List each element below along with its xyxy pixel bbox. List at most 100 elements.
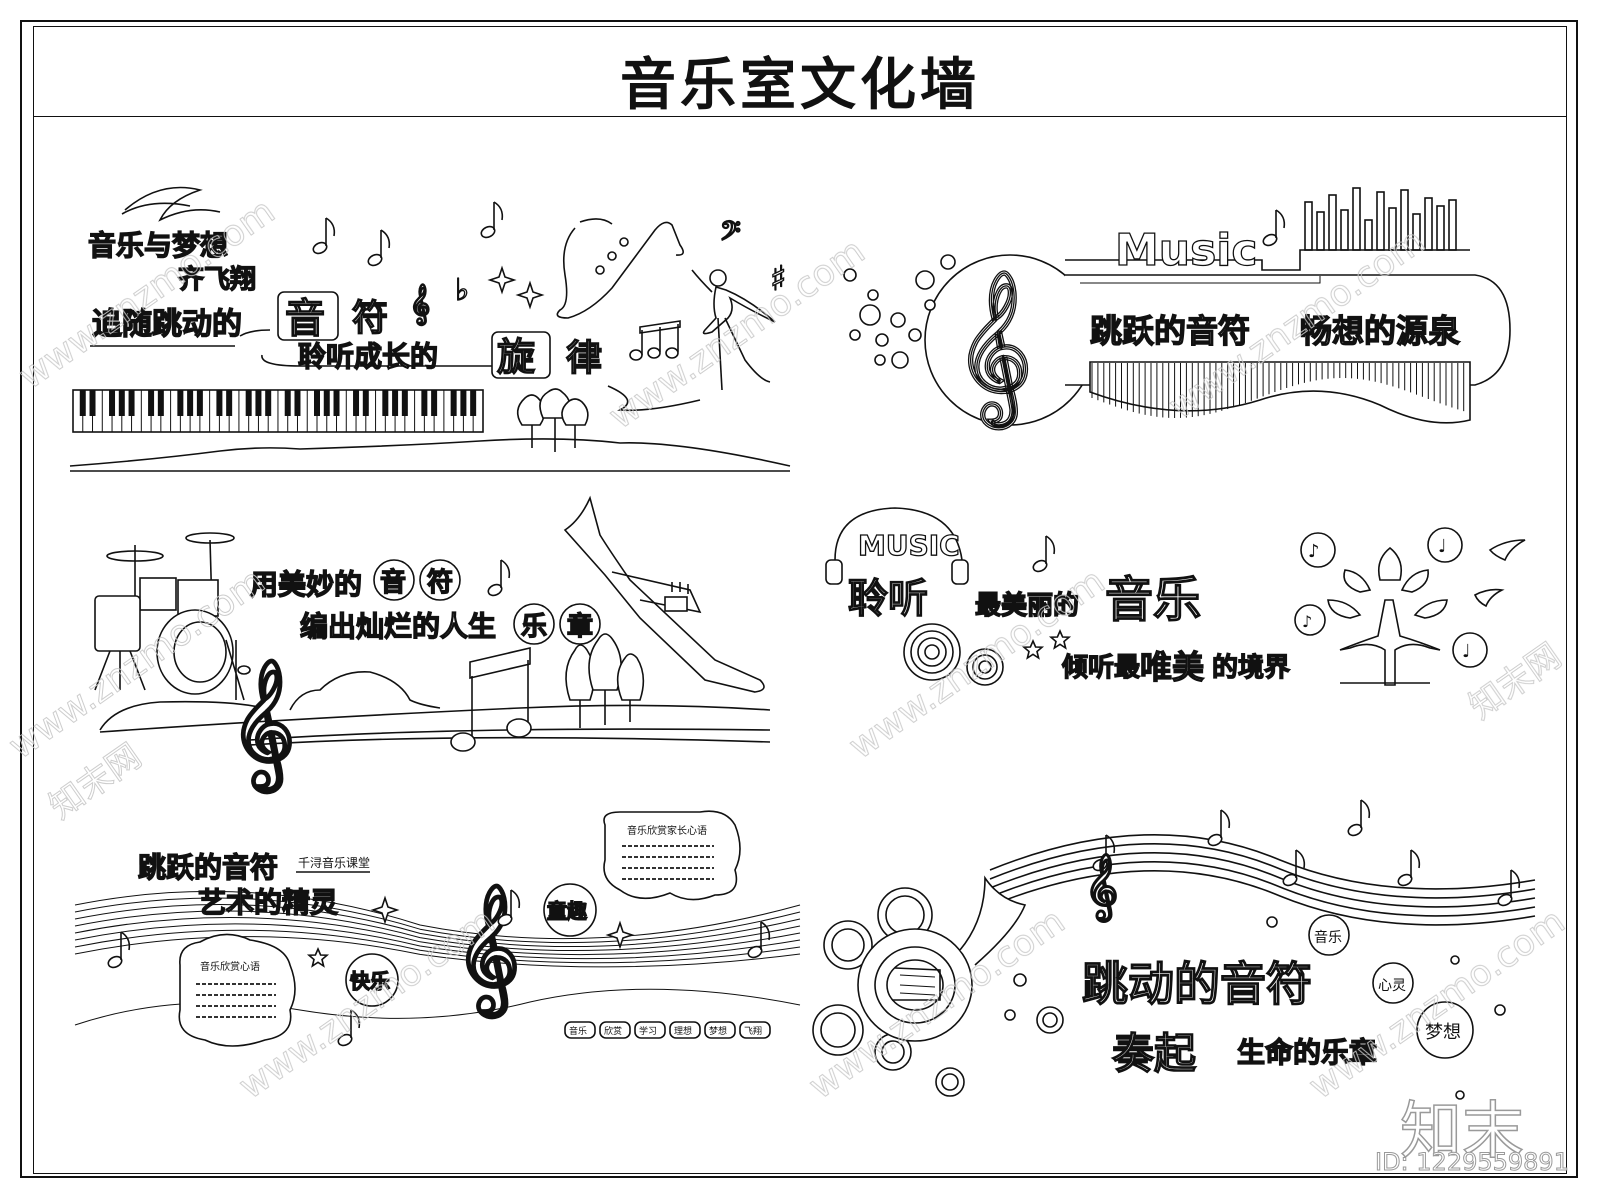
drawing-frame	[20, 20, 1578, 1178]
star-icon	[607, 922, 633, 948]
tag-chip-label: 飞翔	[744, 1025, 762, 1037]
p5-line-b: 艺术的精灵	[198, 886, 338, 919]
tag-chip-label: 学习	[639, 1025, 657, 1037]
text-board	[622, 845, 714, 880]
p4-char-yinyue: 音乐	[1105, 572, 1201, 628]
image-id: ID: 1229559891	[1375, 1148, 1570, 1177]
circles-decoration	[903, 623, 1004, 686]
beamed-notes-icon	[629, 320, 681, 361]
dots-decoration	[1004, 916, 1506, 1100]
p3-char-fu: 符	[427, 567, 453, 598]
p3-char-zhang: 章	[567, 611, 593, 642]
tag-chip-label: 欣赏	[604, 1025, 622, 1037]
p6-line-b: 生命的乐章	[1237, 1036, 1377, 1069]
note-icon: ♩	[1438, 536, 1447, 557]
saxophone-icon	[556, 218, 684, 319]
panel-4: MUSIC 聆听 最美丽的 音乐 倾听最 唯美 的境界	[825, 507, 1526, 687]
p2-line-a: 跳跃的音符	[1090, 312, 1250, 350]
ballerina-icon	[691, 269, 776, 391]
tag-chip	[634, 1021, 666, 1039]
p4-line-b3: 的境界	[1212, 652, 1290, 683]
p6-char-zouqi: 奏起	[1112, 1029, 1197, 1078]
equalizer-icon	[1065, 187, 1470, 271]
star-icon	[517, 282, 543, 308]
note-icon: ♪	[1302, 612, 1312, 631]
panel-2: Music 𝄞 跳跃的音符 畅想的源泉	[843, 187, 1511, 432]
dove-icon	[1488, 539, 1526, 562]
p6-badge-mengxiang: 梦想	[1425, 1022, 1461, 1043]
tree-icon	[1327, 546, 1448, 686]
panel-6: 𝄞 跳动的音符 奏起 生命的乐章 音乐 心灵 梦想	[812, 799, 1536, 1100]
watermark-cn: 知末网	[42, 736, 148, 827]
french-horn-icon	[857, 875, 1027, 1042]
p5-line-a: 跳跃的音符	[138, 851, 278, 884]
p5-subtitle: 千浔音乐课堂	[298, 855, 370, 870]
eighth-note-icon	[485, 559, 511, 599]
bubbles-decoration	[843, 254, 956, 369]
p3-char-le: 乐	[521, 612, 547, 642]
eighth-note-icon	[365, 229, 391, 269]
dove-icon	[1473, 588, 1505, 608]
note-icon: ♩	[1462, 641, 1471, 662]
treble-clef-icon: 𝄞	[230, 658, 295, 794]
p6-badge-yinyue: 音乐	[1314, 929, 1342, 946]
eighth-note-icon	[1495, 869, 1521, 909]
eighth-note-icon	[105, 931, 131, 971]
p5-board-a-title: 音乐欣赏家长心语	[627, 824, 707, 837]
eighth-note-icon	[1395, 849, 1421, 889]
tag-chip-label: 理想	[674, 1025, 692, 1037]
p6-line-a: 跳动的音符	[1082, 957, 1312, 1011]
tag-chip	[564, 1021, 596, 1039]
tag-chip-label: 音乐	[569, 1025, 587, 1037]
flat-icon: ♭	[455, 273, 469, 308]
sharp-icon: ♯	[770, 259, 786, 299]
tree-icon	[516, 388, 589, 452]
tag-row: 音乐 欣赏 学习 理想 梦想 飞翔	[564, 1021, 771, 1039]
p2-music: Music	[1115, 225, 1257, 276]
p4-line-b2: 唯美	[1140, 648, 1204, 686]
piano-keys-icon	[1089, 361, 1471, 424]
eighth-note-icon	[478, 201, 504, 241]
p4-char-lingting: 聆听	[848, 576, 928, 622]
p1-char-lv: 律	[566, 338, 602, 379]
page-title: 音乐室文化墙	[620, 53, 980, 118]
p3-char-yin: 音	[380, 567, 406, 598]
tag-chip-label: 梦想	[709, 1025, 727, 1037]
panel-1: 音乐与梦想 齐飞翔 追随跳动的 音 符 聆听成长的 旋 律 𝄞 ♭ ♯ 𝄢	[69, 186, 791, 472]
note-icon: ♪	[1308, 541, 1320, 562]
tag-chip	[669, 1021, 701, 1039]
eighth-note-icon	[310, 217, 336, 257]
p4-line-b1: 倾听最	[1061, 653, 1141, 683]
p1-line-b: 聆听成长的	[298, 340, 438, 373]
text-board	[196, 983, 276, 1018]
eighth-note-icon	[1345, 799, 1371, 839]
treble-clef-icon: 𝄞	[955, 269, 1032, 431]
music-staff: 𝄞	[989, 799, 1536, 926]
bass-clef-icon: 𝄢	[720, 215, 741, 253]
panel-3: 用美妙的 音 符 编出灿烂的人生 乐 章 𝄞	[94, 495, 771, 795]
p1-char-xuan: 旋	[497, 335, 535, 379]
trumpet-icon	[563, 495, 765, 693]
p5-badge-kuaile: 快乐	[350, 969, 390, 993]
star-icon	[489, 267, 515, 293]
panel-5: 跳跃的音符 艺术的精灵 千浔音乐课堂 𝄞 童趣 快乐 音乐欣赏家长心语 音乐欣赏…	[74, 810, 801, 1049]
p6-badge-xinling: 心灵	[1378, 978, 1406, 994]
p1-heading-2: 齐飞翔	[178, 264, 256, 295]
p1-heading-1: 音乐与梦想	[88, 229, 228, 262]
p5-board-b-title: 音乐欣赏心语	[200, 960, 260, 973]
tag-chip	[599, 1021, 631, 1039]
star-icon	[308, 948, 328, 967]
p4-music: MUSIC	[858, 529, 960, 562]
p5-badge-tongqu: 童趣	[547, 899, 588, 923]
p1-char-fu: 符	[352, 298, 388, 339]
star-icon	[372, 897, 398, 923]
treble-clef-icon: 𝄞	[455, 883, 520, 1019]
eighth-note-icon	[1280, 849, 1306, 889]
piano-keys-icon	[72, 389, 484, 433]
drawing-inner-border	[33, 26, 1567, 1174]
title-divider	[33, 116, 1567, 117]
tag-chip	[739, 1021, 771, 1039]
tag-chip	[704, 1021, 736, 1039]
treble-clef-icon: 𝄞	[410, 284, 430, 326]
